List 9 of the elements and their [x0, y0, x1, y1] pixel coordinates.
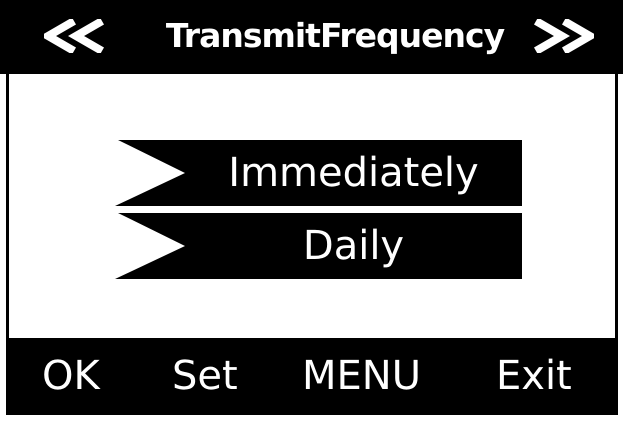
screen-title: TransmitFrequency	[164, 15, 506, 57]
softkey-label: MENU	[302, 352, 421, 400]
menu-option-banner	[115, 213, 522, 279]
option-text: Immediately	[228, 149, 479, 198]
menu-option-banner	[115, 140, 522, 206]
softkey-label: Exit	[496, 352, 572, 400]
softkey-label: OK	[42, 352, 100, 400]
softkey-label: Set	[172, 352, 238, 400]
option-text: Daily	[302, 222, 404, 271]
